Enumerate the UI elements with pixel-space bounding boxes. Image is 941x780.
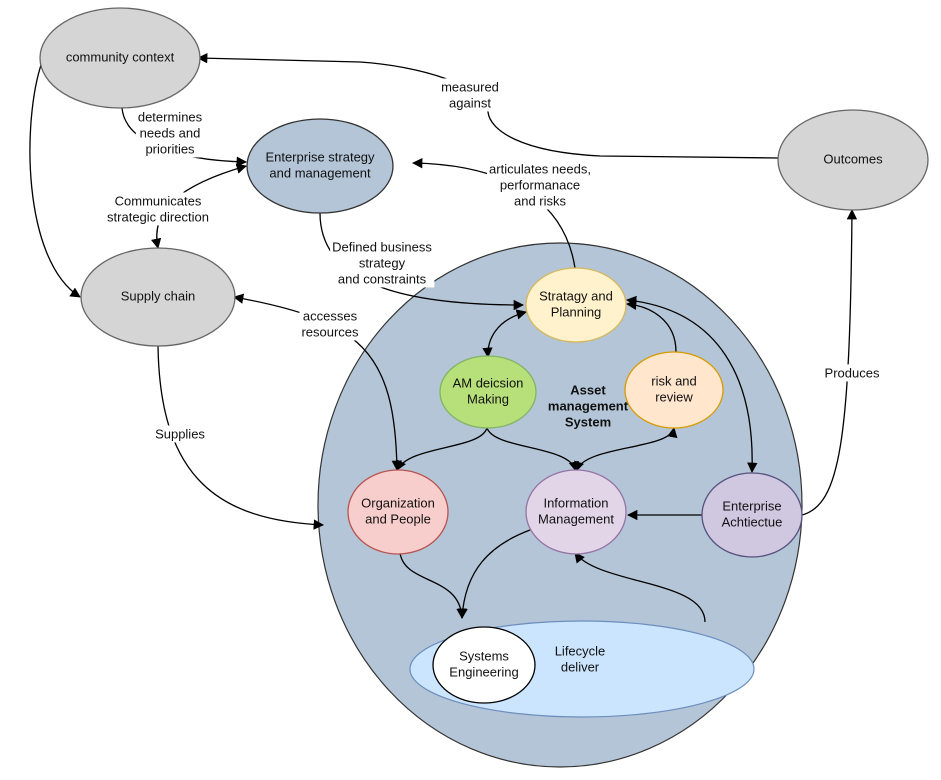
asset-system-label-line-2: management	[548, 398, 629, 413]
edge-label-accesses-line-1: accesses	[303, 308, 358, 323]
edge-label-defined-business-line-2: strategy	[359, 255, 406, 270]
systems-engineering-node-label-line-1: Systems	[459, 648, 509, 663]
organization-people-node-label-line-1: Organization	[361, 495, 435, 510]
edge-accesses	[232, 293, 403, 472]
edge-label-measured-against-background	[439, 78, 501, 112]
systems-engineering-node-shape	[432, 626, 536, 704]
am-decision-node-label-line-1: AM deicsion	[453, 375, 524, 390]
organization-people-node-shape	[347, 469, 449, 555]
asset-system-label-line-1: Asset	[570, 382, 606, 397]
edge-label-supplies-line-1: Supplies	[155, 426, 205, 441]
edge-lifecycle-information	[574, 552, 706, 623]
community-context-node[interactable]: community context	[39, 7, 201, 109]
edge-information-systems	[457, 529, 531, 620]
risk-review-node-label-line-1: risk and	[651, 373, 697, 388]
edge-strategy-am	[482, 309, 528, 359]
outcomes-node[interactable]: Outcomes	[777, 109, 929, 211]
information-management-node-label-line-1: Information	[543, 495, 608, 510]
strategy-planning-node-label-line-2: Planning	[551, 304, 602, 319]
edge-label-determines-background	[135, 108, 205, 158]
edge-label-measured-against-line-1: measured	[441, 79, 499, 94]
edge-label-supplies: Supplies	[153, 425, 208, 443]
risk-review-node-shape	[624, 351, 724, 429]
enterprise-strategy-node-label-line-2: and management	[269, 165, 371, 180]
edge-label-articulates-background	[487, 160, 593, 210]
strategy-planning-node-shape	[525, 267, 627, 343]
edge-label-accesses-line-2: resources	[301, 324, 359, 339]
enterprise-architecture-node-label-line-2: Achtiectue	[722, 514, 783, 529]
edge-supplies	[157, 345, 325, 530]
supply-chain-node[interactable]: Supply chain	[80, 247, 236, 347]
edge-produces	[801, 208, 858, 516]
enterprise-architecture-node-label-line-1: Enterprise	[722, 498, 781, 513]
edge-label-defined-business-background	[330, 238, 435, 288]
edge-am-organization	[396, 427, 488, 471]
edge-label-articulates-line-2: performanace	[500, 177, 580, 192]
lifecycle-label-line-1: Lifecycle	[555, 643, 606, 658]
information-management-node-label-line-2: Management	[538, 511, 614, 526]
edge-info-risk	[574, 426, 678, 472]
outcomes-node-shape	[777, 109, 929, 211]
edge-label-supplies-background	[153, 425, 208, 443]
edge-label-communicates-background	[105, 192, 211, 226]
edge-label-defined-business-line-1: Defined business	[332, 239, 432, 254]
risk-review-node-label-line-2: review	[655, 389, 693, 404]
asset-system-label-line-3: System	[565, 414, 611, 429]
lifecycle-label-line-2: deliver	[561, 659, 600, 674]
enterprise-architecture-node-shape	[701, 472, 803, 558]
information-management-node-shape	[525, 469, 627, 555]
community-context-node-shape	[39, 7, 201, 109]
edge-label-articulates-line-3: and risks	[514, 193, 567, 208]
edge-label-produces-line-1: Produces	[825, 365, 880, 380]
edge-community-to-supply	[29, 61, 81, 298]
edge-am-information	[486, 427, 579, 473]
edge-label-defined-business-line-3: and constraints	[338, 271, 427, 286]
strategy-planning-node-label-line-1: Stratagy and	[539, 288, 613, 303]
edge-label-measured-against-line-2: against	[449, 95, 491, 110]
edges	[29, 53, 858, 623]
edge-label-communicates-line-1: Communicates	[115, 193, 202, 208]
edge-label-articulates-line-1: articulates needs,	[489, 161, 591, 176]
supply-chain-node-shape	[80, 247, 236, 347]
supply-chain-node-label-line-1: Supply chain	[121, 288, 195, 303]
edge-measured-against	[196, 53, 779, 159]
edge-organization-systems	[399, 552, 467, 620]
organization-people-node-label-line-2: and People	[365, 511, 431, 526]
edge-label-accesses-background	[299, 307, 362, 341]
edge-label-determines-line-3: priorities	[145, 141, 195, 156]
systems-engineering-node-label-line-2: Engineering	[449, 664, 518, 679]
edge-strategy-architecture	[625, 295, 758, 474]
edge-label-determines-line-1: determines	[138, 109, 203, 124]
edge-defined-business	[319, 212, 525, 311]
community-context-node-label-line-1: community context	[66, 49, 175, 64]
enterprise-strategy-node-shape	[246, 118, 394, 214]
am-decision-node-label-line-2: Making	[467, 391, 509, 406]
enterprise-strategy-node-label-line-1: Enterprise strategy	[265, 149, 375, 164]
am-decision-node-shape	[439, 355, 537, 429]
edge-label-produces: Produces	[822, 364, 882, 382]
edge-label-produces-background	[822, 364, 882, 382]
edge-label-determines-line-2: needs and	[140, 125, 201, 140]
outcomes-node-label-line-1: Outcomes	[823, 151, 883, 166]
edge-label-communicates-line-2: strategic direction	[107, 209, 209, 224]
